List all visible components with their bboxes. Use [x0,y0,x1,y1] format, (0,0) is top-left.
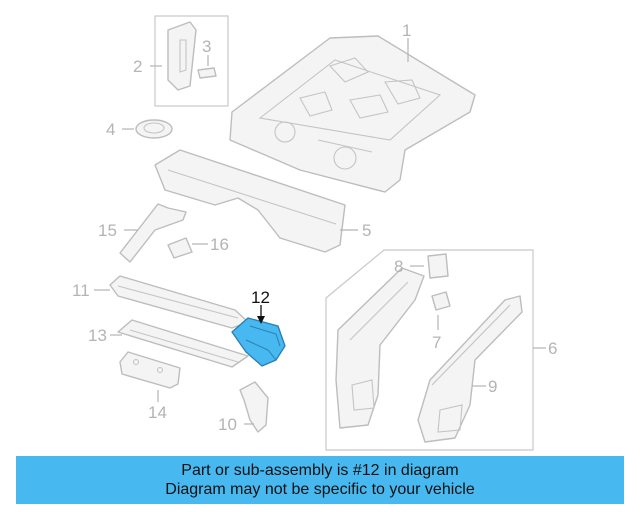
part-5-crossmember[interactable] [154,149,346,253]
label-10: 10 [218,415,237,434]
info-banner: Part or sub-assembly is #12 in diagram D… [16,456,624,504]
parts-diagram: 1 2 3 4 5 15 16 11 [72,15,557,451]
part-6-group[interactable] [325,249,534,451]
label-2: 2 [133,57,142,76]
part-8-bracket[interactable] [427,253,449,279]
label-5: 5 [362,221,371,240]
part-15-rail[interactable] [119,203,187,263]
part-7-clip[interactable] [431,291,451,311]
label-6: 6 [548,339,557,358]
part-2-bracket[interactable] [154,15,229,107]
part-1-floor-pan[interactable] [229,35,476,193]
label-1: 1 [402,21,411,40]
part-10-bracket[interactable] [239,381,269,433]
banner-line-1: Part or sub-assembly is #12 in diagram [181,462,459,479]
label-13: 13 [88,326,107,345]
label-4: 4 [106,120,115,139]
part-13-reinforcement[interactable] [117,319,249,368]
label-12: 12 [251,288,270,307]
part-16-bracket[interactable] [167,237,193,259]
label-7: 7 [432,333,441,352]
label-9: 9 [488,377,497,396]
label-14: 14 [148,403,167,422]
label-3: 3 [202,37,211,56]
label-16: 16 [210,235,229,254]
part-14-plate[interactable] [119,351,181,389]
part-3-clip[interactable] [197,67,217,79]
part-4-plug[interactable] [135,119,173,139]
label-8: 8 [394,257,403,276]
label-15: 15 [98,221,117,240]
label-11: 11 [72,281,90,300]
banner-line-2: Diagram may not be specific to your vehi… [165,481,475,498]
part-12-highlighted[interactable] [231,317,286,367]
